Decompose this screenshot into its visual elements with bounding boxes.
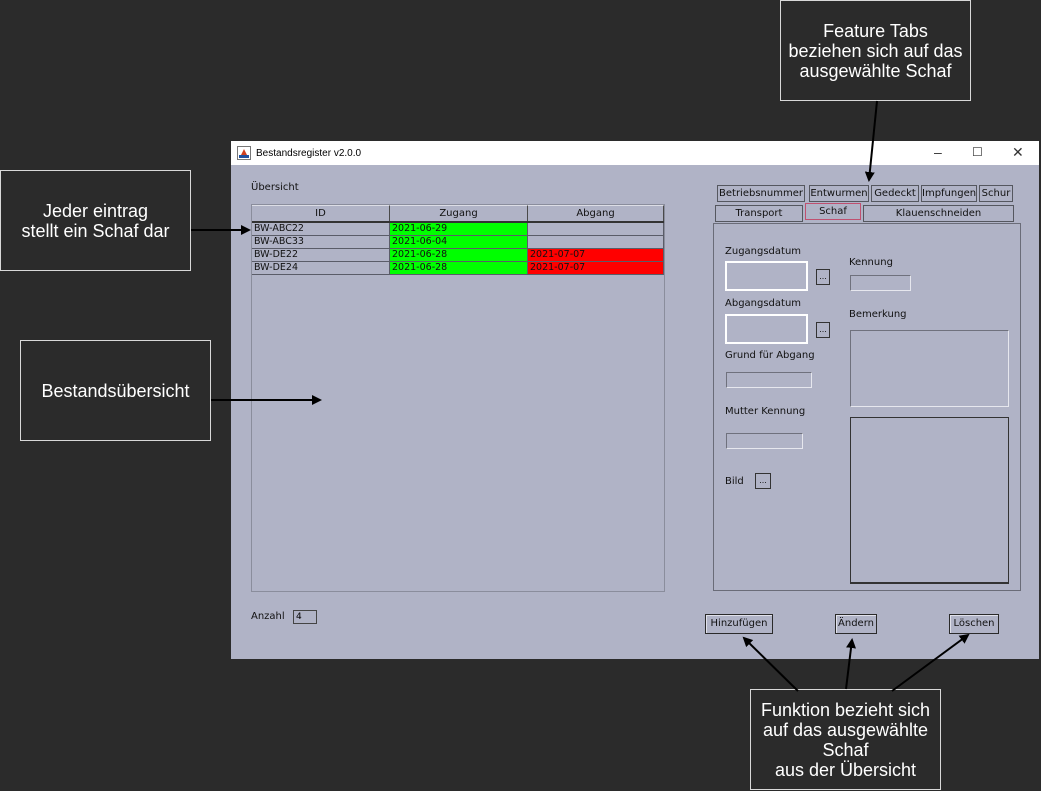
table-row[interactable]: BW-ABC22 2021-06-29 — [252, 223, 664, 236]
tab-entwurmen[interactable]: Entwurmen — [809, 185, 869, 202]
schaf-panel: Zugangsdatum ... Abgangsdatum ... Grund … — [713, 223, 1021, 591]
cell-zugang: 2021-06-04 — [390, 236, 528, 248]
cell-id: BW-ABC22 — [252, 223, 390, 235]
bild-label: Bild — [725, 476, 744, 487]
zugangsdatum-field[interactable] — [725, 261, 808, 291]
cell-id: BW-ABC33 — [252, 236, 390, 248]
kennung-field[interactable] — [850, 275, 911, 291]
cell-zugang: 2021-06-28 — [390, 262, 528, 274]
mutter-kennung-field[interactable] — [726, 433, 803, 449]
close-button[interactable]: ✕ — [1012, 144, 1024, 160]
arrow-feature-tabs — [864, 100, 878, 182]
delete-button[interactable]: Löschen — [949, 614, 999, 634]
column-header-zugang[interactable]: Zugang — [390, 205, 528, 221]
mutter-kennung-label: Mutter Kennung — [725, 406, 806, 417]
window-title: Bestandsregister v2.0.0 — [256, 147, 362, 159]
arrow-edit — [845, 638, 856, 690]
abgangsdatum-field[interactable] — [725, 314, 808, 344]
abgangsdatum-picker-button[interactable]: ... — [816, 322, 830, 338]
table-row[interactable]: BW-ABC33 2021-06-04 — [252, 236, 664, 249]
tab-klauenschneiden[interactable]: Klauenschneiden — [863, 205, 1014, 222]
minimize-button[interactable]: – — [934, 144, 942, 160]
app-window: Bestandsregister v2.0.0 – ☐ ✕ Übersicht … — [231, 141, 1039, 659]
zugangsdatum-label: Zugangsdatum — [725, 246, 802, 257]
cell-id: BW-DE22 — [252, 249, 390, 261]
cell-abgang — [528, 223, 664, 235]
bemerkung-label: Bemerkung — [849, 309, 907, 320]
kennung-label: Kennung — [849, 257, 893, 268]
grund-label: Grund für Abgang — [725, 350, 815, 361]
table-row[interactable]: BW-DE24 2021-06-28 2021-07-07 — [252, 262, 664, 275]
overview-label: Übersicht — [251, 182, 299, 193]
table-row[interactable]: BW-DE22 2021-06-28 2021-07-07 — [252, 249, 664, 262]
bemerkung-field[interactable] — [850, 330, 1009, 407]
tab-schur[interactable]: Schur — [979, 185, 1013, 202]
title-bar[interactable]: Bestandsregister v2.0.0 – ☐ ✕ — [231, 141, 1039, 165]
tab-schaf[interactable]: Schaf — [805, 203, 861, 220]
abgangsdatum-label: Abgangsdatum — [725, 298, 802, 309]
arrow-delete — [891, 633, 970, 692]
edit-button[interactable]: Ändern — [835, 614, 877, 634]
cell-abgang: 2021-07-07 — [528, 249, 664, 261]
image-preview — [850, 417, 1009, 584]
count-field: 4 — [293, 610, 317, 624]
cell-abgang — [528, 236, 664, 248]
column-header-id[interactable]: ID — [252, 205, 390, 221]
count-label: Anzahl — [251, 611, 285, 622]
cell-zugang: 2021-06-28 — [390, 249, 528, 261]
table-header: ID Zugang Abgang — [252, 205, 664, 223]
tab-transport[interactable]: Transport — [715, 205, 803, 222]
zugangsdatum-picker-button[interactable]: ... — [816, 269, 830, 285]
cell-zugang: 2021-06-29 — [390, 223, 528, 235]
add-button[interactable]: Hinzufügen — [705, 614, 773, 634]
tab-betriebsnummer[interactable]: Betriebsnummer — [717, 185, 805, 202]
column-header-abgang[interactable]: Abgang — [528, 205, 664, 221]
arrow-add — [742, 636, 799, 692]
tab-impfungen[interactable]: Impfungen — [921, 185, 977, 202]
grund-field[interactable] — [726, 372, 812, 388]
function-note: Funktion bezieht sich auf das ausgewählt… — [750, 689, 941, 790]
maximize-button[interactable]: ☐ — [972, 145, 983, 159]
java-app-icon — [237, 146, 251, 160]
cell-abgang: 2021-07-07 — [528, 262, 664, 274]
overview-note: Bestandsübersicht — [20, 340, 211, 441]
bild-picker-button[interactable]: ... — [755, 473, 771, 489]
tab-gedeckt[interactable]: Gedeckt — [871, 185, 919, 202]
row-entry-note: Jeder eintrag stellt ein Schaf dar — [0, 170, 191, 271]
cell-id: BW-DE24 — [252, 262, 390, 274]
feature-tabs-note: Feature Tabs beziehen sich auf das ausge… — [780, 0, 971, 101]
